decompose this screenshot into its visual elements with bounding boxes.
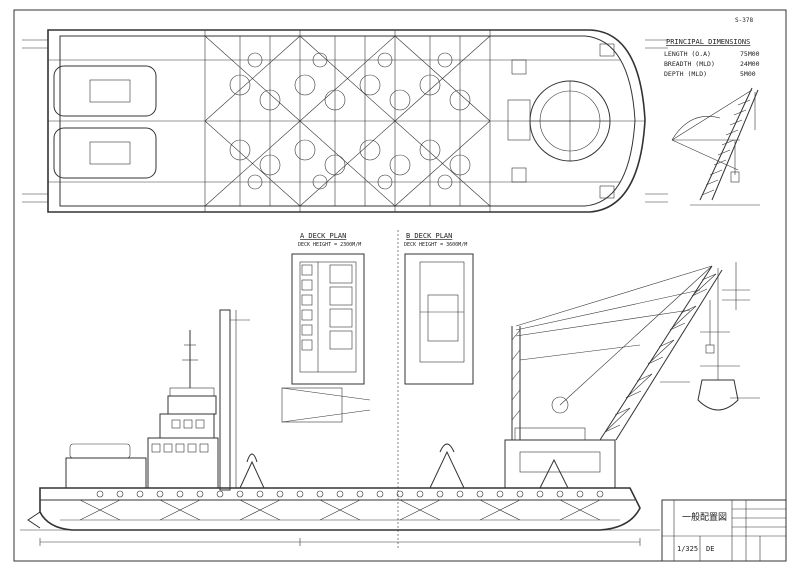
a-deck-plan: A DECK PLAN DECK HEIGHT = 2300M/M <box>281 232 371 423</box>
b-deck-plan-height: DECK HEIGHT = 3600M/M <box>404 242 467 248</box>
dimension-label-length: LENGTH (O.A) <box>664 50 711 58</box>
dimension-value-length: 75M00 <box>740 50 760 58</box>
principal-dimensions: PRINCIPAL DIMENSIONS LENGTH (O.A) 75M00 … <box>664 38 760 78</box>
b-deck-plan-title: B DECK PLAN <box>406 232 452 240</box>
principal-dimensions-heading: PRINCIPAL DIMENSIONS <box>666 38 750 46</box>
a-deck-plan-height: DECK HEIGHT = 2300M/M <box>298 242 361 248</box>
a-deck-plan-title: A DECK PLAN <box>300 232 346 240</box>
sheet-border <box>13 9 787 562</box>
drawing-code: DE <box>706 545 714 553</box>
drawing-title: 一般配置図 <box>682 511 727 523</box>
side-elevation <box>20 262 760 546</box>
dimension-value-breadth: 24M00 <box>740 60 760 68</box>
dimension-value-depth: 5M00 <box>740 70 756 78</box>
drawing-scale: 1/325 <box>677 545 698 553</box>
dimension-label-breadth: BREADTH (MLD) <box>664 60 715 68</box>
dimension-label-depth: DEPTH (MLD) <box>664 70 707 78</box>
hull-plan-view <box>22 29 668 213</box>
title-block: 一般配置図 1/325 DE <box>661 499 787 562</box>
crane-reach-diagram <box>671 87 760 206</box>
b-deck-plan: B DECK PLAN DECK HEIGHT = 3600M/M <box>397 230 474 550</box>
sheet-number: S-378 <box>735 17 753 24</box>
